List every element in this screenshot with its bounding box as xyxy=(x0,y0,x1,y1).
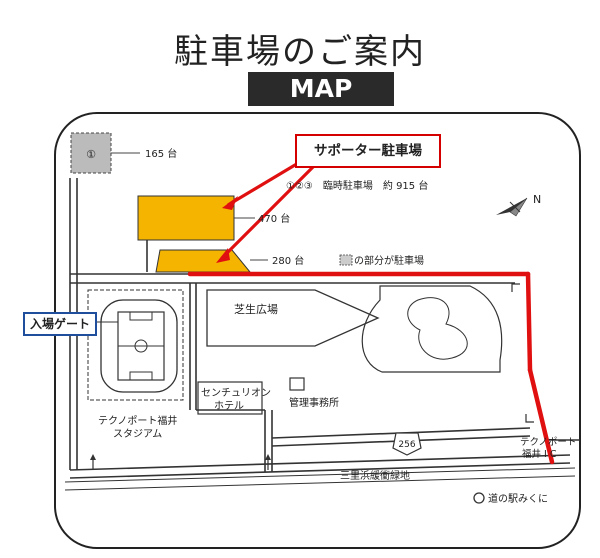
road-station-marker xyxy=(473,492,485,504)
temporary-parking-note: ①②③ 臨時駐車場 約 915 台 xyxy=(286,179,428,192)
route-256-label: 256 xyxy=(398,440,415,450)
uturn-arrow-1 xyxy=(511,283,520,292)
map-banner: MAP xyxy=(248,72,394,106)
parking-lot-3 xyxy=(155,249,252,273)
lot1-count: 165 台 xyxy=(145,147,177,160)
admin-office-label: 管理事務所 xyxy=(289,396,339,409)
lot3-count: 280 台 xyxy=(272,254,304,267)
park-area xyxy=(361,285,503,373)
hotel-label-1: センチュリオン xyxy=(201,387,271,399)
hotel-building xyxy=(197,381,263,415)
access-route xyxy=(187,271,555,465)
pond xyxy=(407,297,468,360)
lawn-plaza xyxy=(206,289,380,347)
legend-parking-symbol xyxy=(339,254,353,266)
road-station-label: 道の駅みくに xyxy=(488,492,548,505)
lot1-marker: ① xyxy=(86,148,96,161)
page-title: 駐車場のご案内 xyxy=(174,32,426,72)
legend-parking-note: の部分が駐車場 xyxy=(354,254,424,267)
stadium-track xyxy=(100,299,178,393)
uturn-arrow-2 xyxy=(525,414,534,423)
entrance-gate-callout: 入場ゲート xyxy=(23,312,97,336)
admin-office-building xyxy=(289,377,305,391)
compass xyxy=(496,197,528,217)
lot2-count: 470 台 xyxy=(258,212,290,225)
hotel-label-2: ホテル xyxy=(214,400,244,412)
ic-label-2: 福井 I C xyxy=(522,448,557,460)
supporter-parking-callout: サポーター駐車場 xyxy=(295,134,441,168)
stadium-label-1: テクノポート福井 xyxy=(98,414,177,427)
ic-label-1: テクノポート xyxy=(520,437,576,448)
route-256-marker xyxy=(392,432,422,456)
railway xyxy=(64,467,576,491)
callout-arrows xyxy=(220,160,317,260)
lawn-plaza-label: 芝生広場 xyxy=(234,302,278,316)
railway-label: 三里浜緩衝緑地 xyxy=(340,469,410,482)
stadium-label-2: スタジアム xyxy=(113,428,162,440)
compass-north: N xyxy=(533,193,541,206)
parking-lot-2 xyxy=(137,195,235,241)
stadium-area xyxy=(87,289,184,401)
